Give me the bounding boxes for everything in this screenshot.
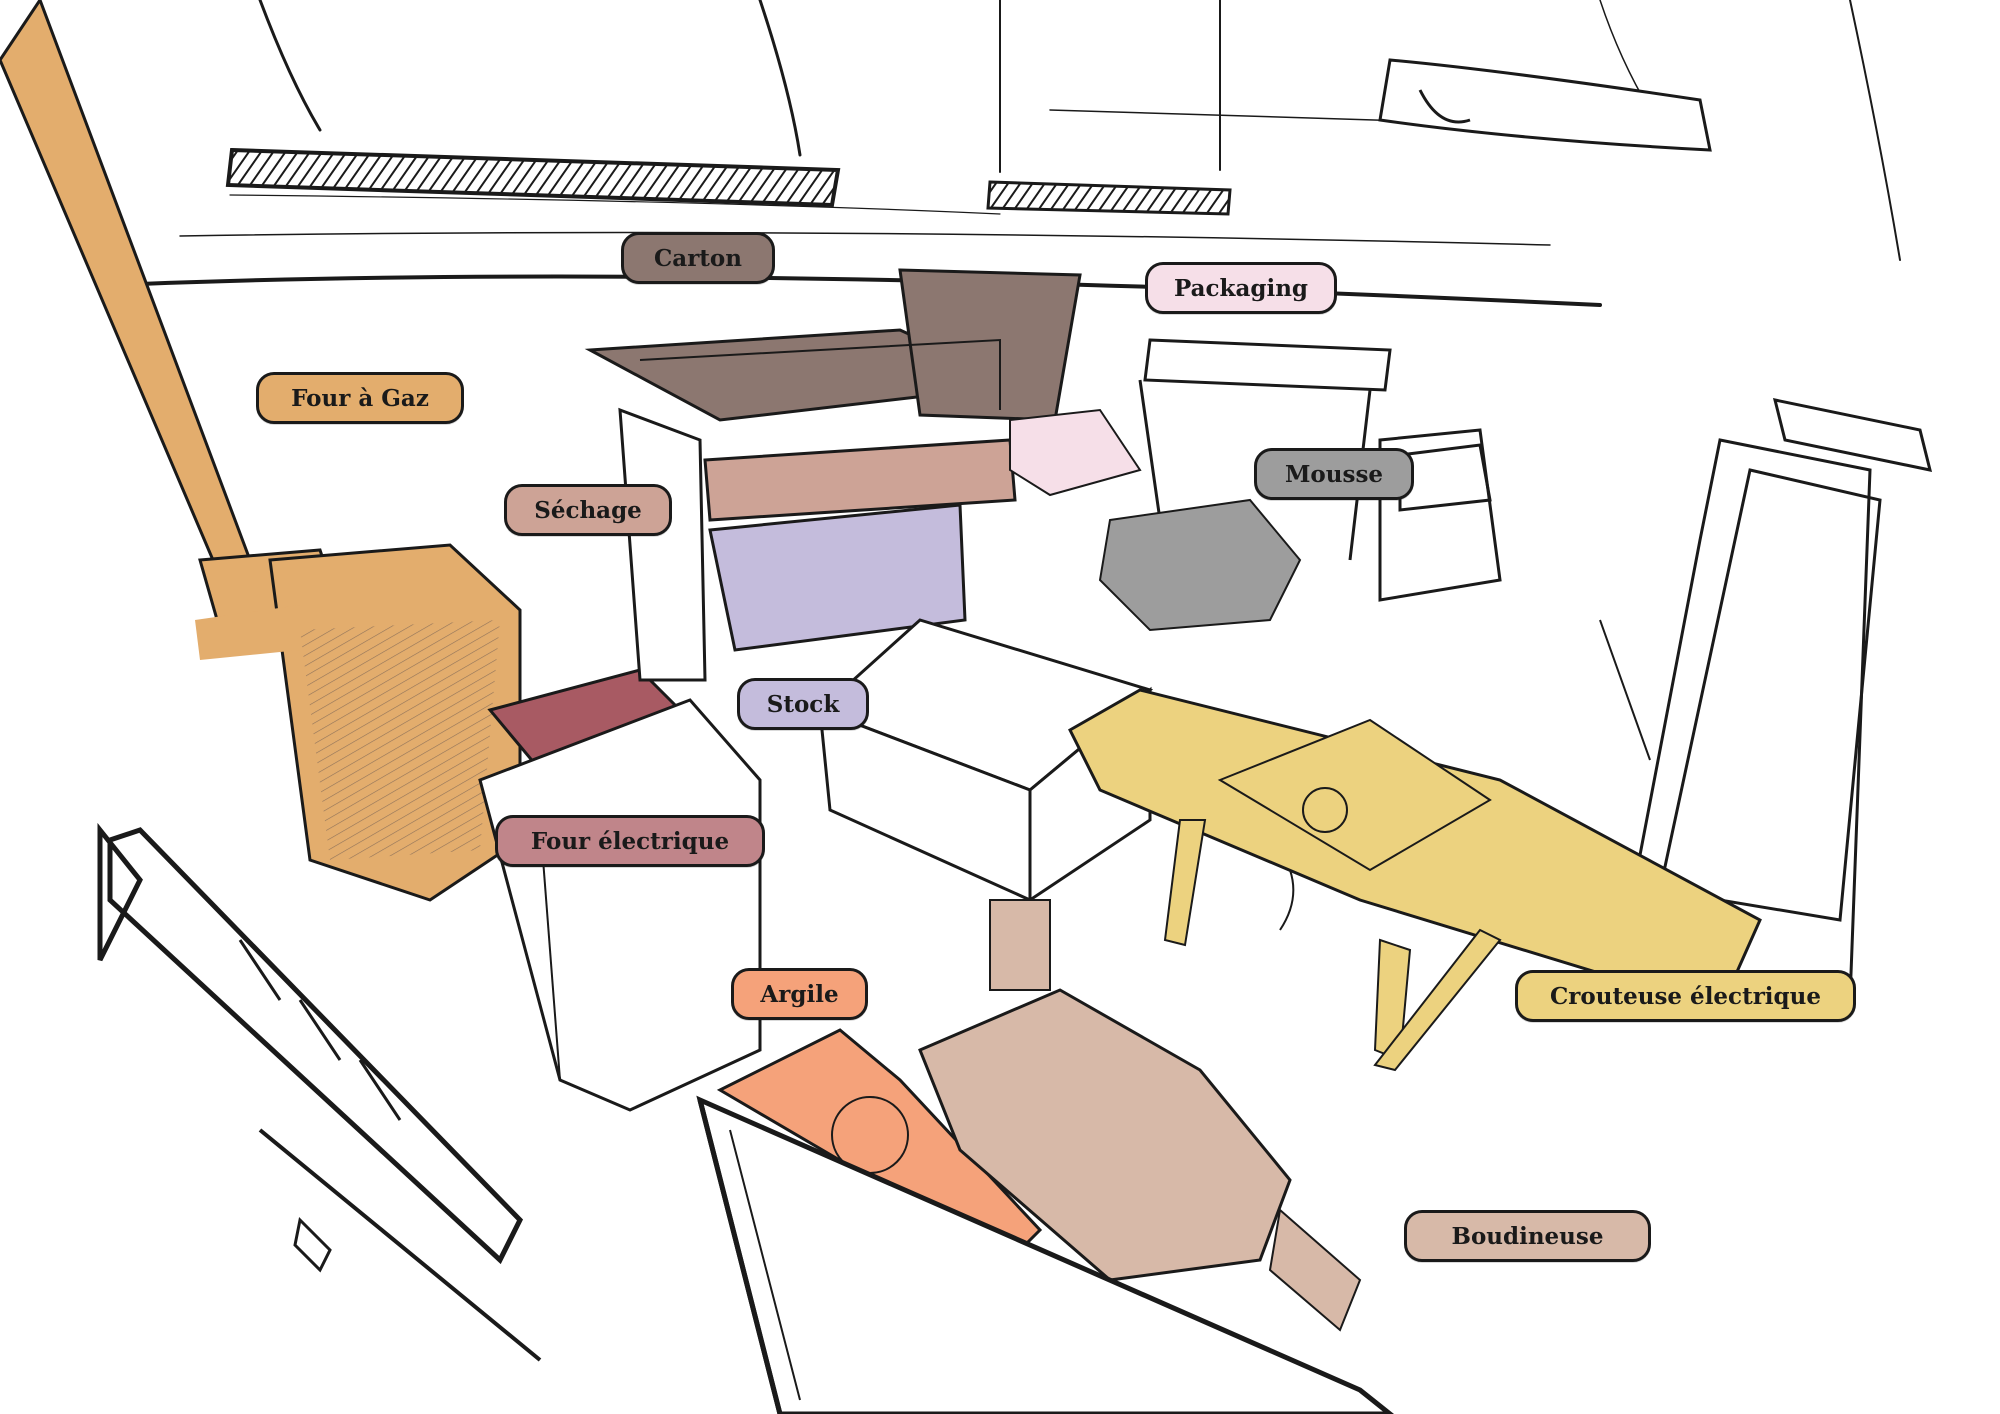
label-packaging: Packaging: [1145, 262, 1337, 314]
label-mousse: Mousse: [1254, 448, 1414, 500]
label-stock: Stock: [737, 678, 869, 730]
right-wall-structures: [1138, 338, 1933, 1002]
ceiling-lights: [225, 58, 1712, 216]
ceiling-lines: [138, 0, 1901, 307]
crouteuse-electrique-unit: [1068, 688, 1762, 1072]
label-carton: Carton: [621, 232, 775, 284]
boudineuse-machine: [918, 899, 1362, 1332]
label-four-a-gaz: Four à Gaz: [256, 372, 464, 424]
foreground-ladder: [97, 822, 542, 1362]
four-electrique-unit: [478, 668, 762, 1112]
packaging-boxes: [1009, 408, 1142, 497]
label-crouteuse-electrique: Crouteuse électrique: [1515, 970, 1856, 1022]
label-sechage: Séchage: [504, 484, 672, 536]
foreground-bin: [696, 1095, 1395, 1414]
label-argile: Argile: [731, 968, 868, 1020]
mousse-pile: [1098, 498, 1302, 632]
label-four-electrique: Four électrique: [495, 815, 765, 867]
label-boudineuse: Boudineuse: [1404, 1210, 1651, 1262]
sechage-shelving: [584, 268, 1082, 682]
four-a-gaz-hood: [0, 0, 522, 902]
